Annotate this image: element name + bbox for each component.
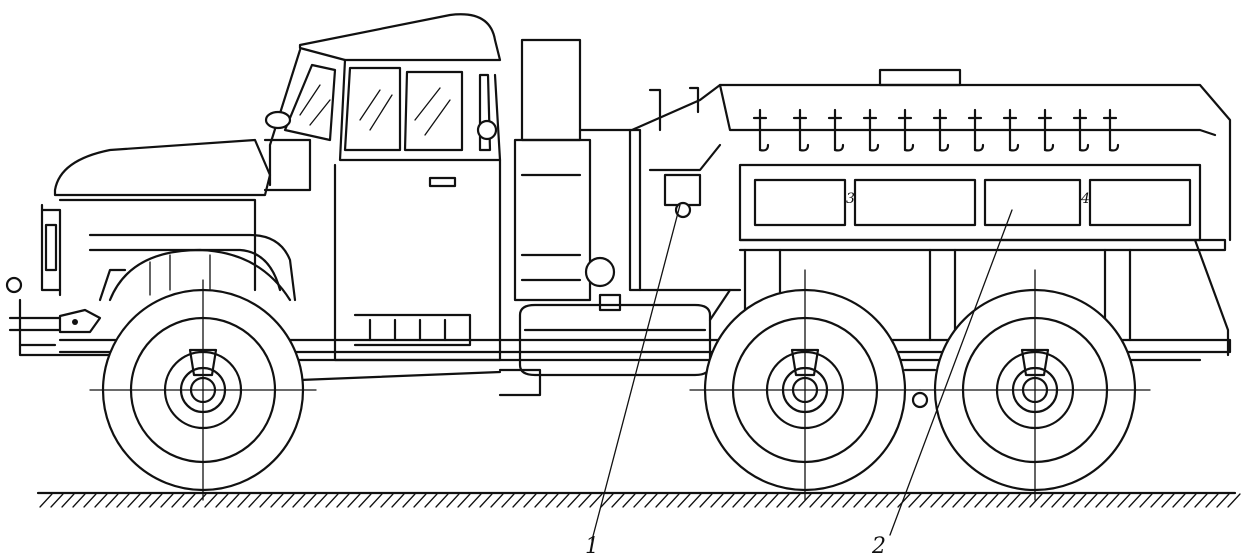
body-box — [598, 68, 1232, 357]
callout-label-2: 2 — [871, 534, 886, 554]
tool-hooks — [752, 108, 1120, 152]
panel-number-4: 4 — [1080, 191, 1090, 207]
ground-hatching — [36, 491, 1241, 508]
hood — [40, 138, 297, 302]
front-wheel — [89, 279, 317, 501]
rear-wheel — [919, 269, 1151, 501]
axle-link — [903, 368, 937, 409]
callout-label-1: 1 — [585, 534, 599, 554]
panel-number-3: 3 — [846, 191, 855, 207]
middle-wheel — [689, 269, 921, 501]
fuel-tank — [498, 303, 712, 397]
cab — [263, 13, 502, 362]
intake-column — [513, 38, 642, 302]
callout-leaders — [591, 204, 1013, 541]
